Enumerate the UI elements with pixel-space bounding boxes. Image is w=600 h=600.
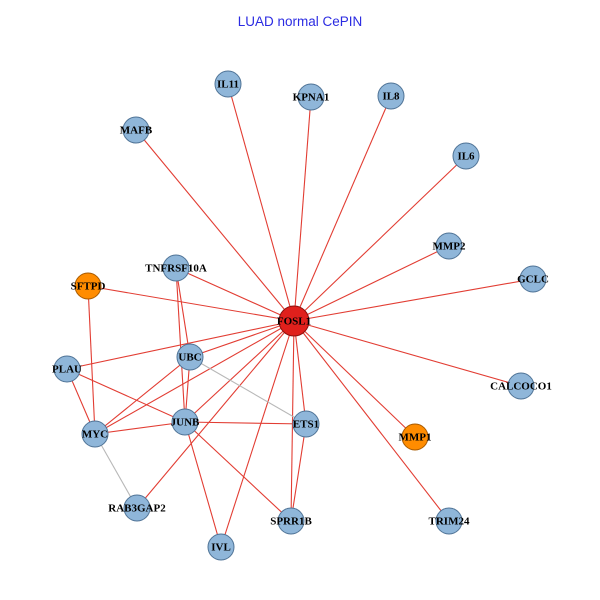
- edge-FOSL1-MYC: [94, 320, 295, 435]
- node-label-IVL: IVL: [211, 542, 231, 554]
- edge-FOSL1-MAFB: [135, 129, 295, 322]
- node-IVL: [207, 533, 235, 561]
- node-label-TNFRSF10A: TNFRSF10A: [145, 263, 207, 275]
- node-KPNA1: [297, 83, 325, 111]
- node-FOSL1: [278, 305, 310, 337]
- node-SPRR1B: [277, 507, 305, 535]
- edge-JUNB-PLAU: [66, 368, 186, 423]
- node-MMP2: [435, 232, 463, 260]
- node-label-PLAU: PLAU: [52, 364, 82, 376]
- node-MYC: [81, 420, 109, 448]
- node-label-MMP1: MMP1: [399, 432, 432, 444]
- node-label-KPNA1: KPNA1: [293, 92, 330, 104]
- edge-SFTPD-MYC: [87, 285, 96, 435]
- edge-FOSL1-GCLC: [293, 278, 534, 322]
- edge-FOSL1-MMP1: [293, 320, 416, 438]
- edge-JUNB-IVL: [184, 421, 222, 548]
- node-IL6: [452, 142, 480, 170]
- edge-MYC-RAB3GAP2: [94, 433, 138, 509]
- edge-FOSL1-RAB3GAP2: [136, 320, 295, 509]
- node-MMP1: [401, 423, 429, 451]
- node-label-IL11: IL11: [217, 79, 239, 91]
- node-CALCOCO1: [507, 372, 535, 400]
- edge-FOSL1-MMP2: [293, 245, 450, 322]
- node-label-SPRR1B: SPRR1B: [270, 516, 312, 528]
- node-label-RAB3GAP2: RAB3GAP2: [108, 503, 166, 515]
- node-MAFB: [122, 116, 150, 144]
- node-TRIM24: [435, 507, 463, 535]
- node-label-FOSL1: FOSL1: [277, 316, 311, 328]
- edge-FOSL1-IVL: [220, 320, 295, 548]
- edge-FOSL1-UBC: [189, 320, 295, 358]
- node-label-UBC: UBC: [178, 352, 201, 364]
- node-label-IL6: IL6: [457, 151, 475, 163]
- edge-FOSL1-SFTPD: [87, 285, 295, 322]
- node-label-JUNB: JUNB: [171, 417, 200, 429]
- node-label-CALCOCO1: CALCOCO1: [490, 381, 552, 393]
- edge-JUNB-ETS1: [184, 421, 307, 425]
- node-label-IL8: IL8: [382, 91, 400, 103]
- edge-UBC-ETS1: [189, 356, 307, 425]
- edge-FOSL1-JUNB: [184, 320, 295, 423]
- node-GCLC: [519, 265, 547, 293]
- edge-FOSL1-IL11: [227, 83, 295, 322]
- node-TNFRSF10A: [162, 254, 190, 282]
- node-label-TRIM24: TRIM24: [429, 516, 470, 528]
- edge-JUNB-MYC: [94, 421, 186, 435]
- node-label-SFTPD: SFTPD: [71, 281, 106, 293]
- node-label-MMP2: MMP2: [433, 241, 466, 253]
- node-label-GCLC: GCLC: [517, 274, 549, 286]
- edge-FOSL1-TRIM24: [293, 320, 450, 522]
- node-RAB3GAP2: [123, 494, 151, 522]
- node-label-MAFB: MAFB: [120, 125, 153, 137]
- edge-FOSL1-IL6: [293, 155, 467, 322]
- node-ETS1: [292, 410, 320, 438]
- edge-FOSL1-CALCOCO1: [293, 320, 522, 387]
- edge-layer: [66, 83, 534, 548]
- edge-TNFRSF10A-UBC: [175, 267, 191, 358]
- node-UBC: [176, 343, 204, 371]
- figure-title: LUAD normal CePIN: [237, 14, 363, 29]
- edge-FOSL1-SPRR1B: [290, 320, 295, 522]
- edge-FOSL1-ETS1: [293, 320, 307, 425]
- node-label-MYC: MYC: [82, 429, 108, 441]
- node-PLAU: [53, 355, 81, 383]
- edge-ETS1-SPRR1B: [290, 423, 307, 522]
- edge-JUNB-SPRR1B: [184, 421, 292, 522]
- edge-FOSL1-TNFRSF10A: [175, 267, 295, 322]
- edge-FOSL1-KPNA1: [293, 96, 312, 322]
- edge-FOSL1-IL8: [293, 95, 392, 322]
- edge-TNFRSF10A-JUNB: [175, 267, 186, 423]
- node-SFTPD: [74, 272, 102, 300]
- edge-UBC-MYC: [94, 356, 191, 435]
- node-JUNB: [171, 408, 199, 436]
- node-IL8: [377, 82, 405, 110]
- node-label-ETS1: ETS1: [293, 419, 319, 431]
- node-IL11: [214, 70, 242, 98]
